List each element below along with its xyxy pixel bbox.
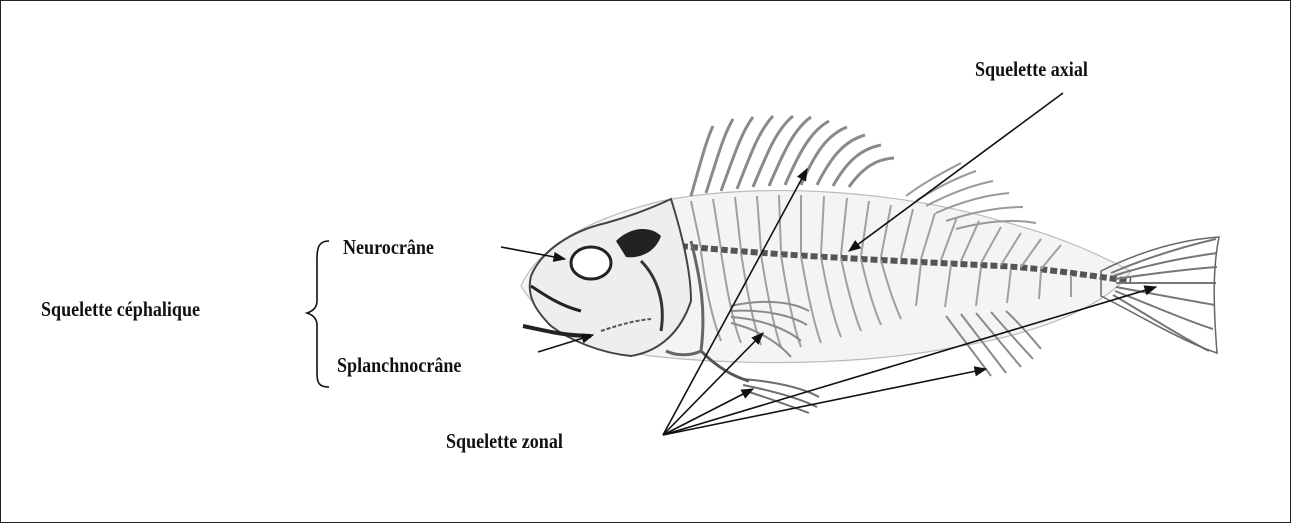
cephalic-bracket bbox=[307, 241, 329, 387]
arrow-zonal-anal bbox=[663, 369, 986, 435]
label-splanchnocrane: Splanchnocrâne bbox=[337, 355, 461, 376]
orbit bbox=[571, 247, 611, 279]
dorsal-fin-spiny bbox=[691, 116, 894, 196]
label-squelette-axial: Squelette axial bbox=[975, 59, 1088, 80]
label-squelette-cephalique: Squelette céphalique bbox=[41, 299, 200, 320]
label-neurocrane: Neurocrâne bbox=[343, 237, 434, 258]
label-squelette-zonal: Squelette zonal bbox=[446, 431, 563, 452]
